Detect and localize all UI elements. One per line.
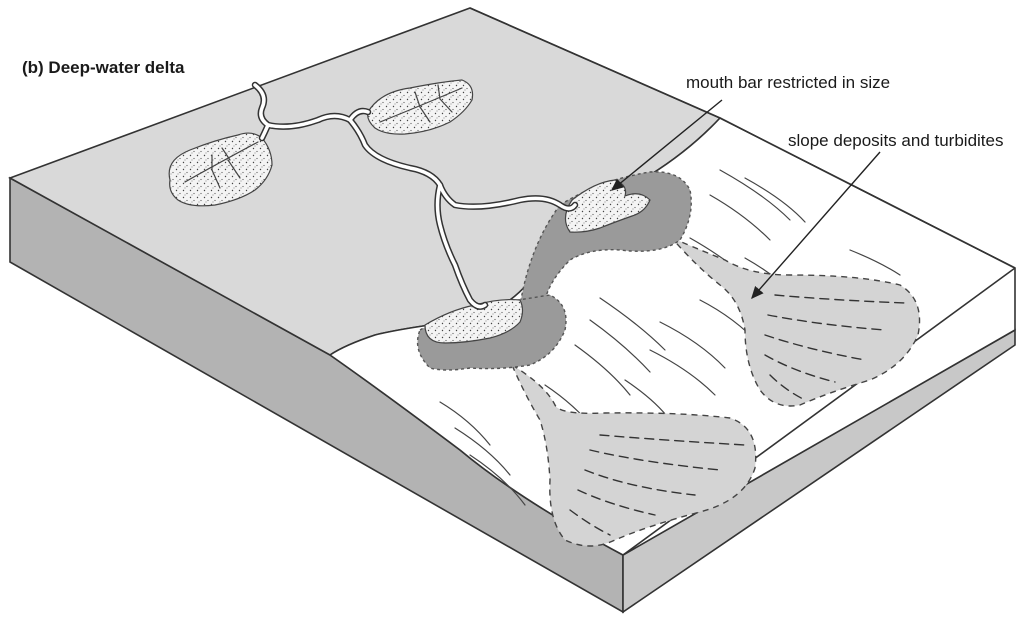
diagram-title: (b) Deep-water delta — [22, 58, 185, 77]
slope-deposits-label: slope deposits and turbidites — [788, 131, 1003, 150]
mouth-bar-label: mouth bar restricted in size — [686, 73, 890, 92]
